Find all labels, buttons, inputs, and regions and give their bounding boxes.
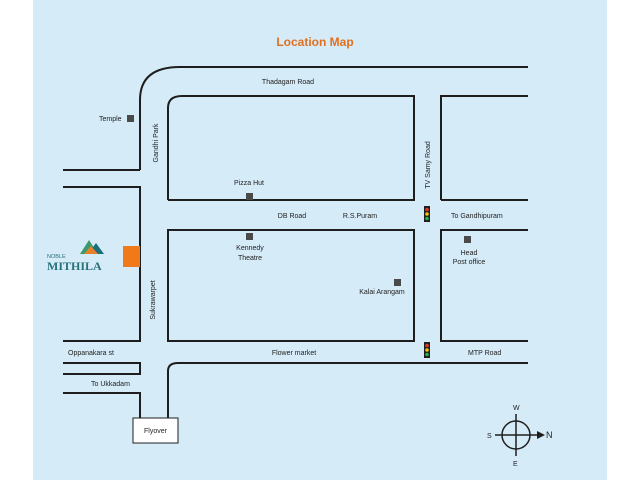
road-network xyxy=(63,66,528,443)
db-road-label: DB Road xyxy=(278,213,307,220)
tv-samy-road-east-edge xyxy=(440,95,528,200)
kennedy-theatre-marker xyxy=(246,233,253,240)
temple-marker xyxy=(127,115,134,122)
gandhipuram-label: To Gandhipuram xyxy=(451,213,503,220)
map-title: Location Map xyxy=(276,35,353,49)
pizza-hut-label: Pizza Hut xyxy=(234,180,264,187)
kennedy-label: Kennedy xyxy=(236,245,264,252)
thadagam-road-top-edge xyxy=(139,66,528,170)
rs-puram-label: R.S.Puram xyxy=(343,213,377,220)
mtp-road-label: MTP Road xyxy=(468,350,501,357)
head-post-office-marker xyxy=(464,236,471,243)
post-office-label: Post office xyxy=(453,259,486,266)
thadagam-road-label: Thadagam Road xyxy=(262,79,314,86)
kalai-arangam-label: Kalai Arangam xyxy=(359,289,405,296)
oppanakara-label: Oppanakara st xyxy=(68,350,114,357)
compass-n-label: N xyxy=(546,430,553,440)
mtp-road-south-edge xyxy=(167,362,528,443)
head-label: Head xyxy=(461,250,478,257)
brand-name-text: MITHILA xyxy=(47,259,102,273)
ukkadam-label: To Ukkadam xyxy=(91,381,130,388)
noble-mithila-logo: NOBLE MITHILA xyxy=(47,240,104,273)
theatre-label: Theatre xyxy=(238,255,262,262)
temple-label: Temple xyxy=(99,116,122,123)
post-office-block-outline xyxy=(440,229,528,342)
traffic-light-icon xyxy=(424,206,430,222)
compass-e-label: E xyxy=(513,461,518,468)
flower-market-label: Flower market xyxy=(272,350,316,357)
traffic-light-icon xyxy=(424,342,430,358)
compass-w-label: W xyxy=(513,405,520,412)
compass-icon xyxy=(495,414,545,456)
compass-s-label: S xyxy=(487,433,492,440)
flyover-box xyxy=(132,417,179,444)
brand-small-text: NOBLE xyxy=(47,254,66,260)
block-north-outline xyxy=(167,95,415,201)
block-central-outline xyxy=(167,229,415,342)
flyover-label: Flyover xyxy=(144,428,168,435)
project-location-marker xyxy=(123,246,140,267)
map-background xyxy=(33,0,607,480)
gandhi-park-label: Gandhi Park xyxy=(153,123,160,162)
left-road-segment-3 xyxy=(63,362,141,375)
kalai-arangam-marker xyxy=(394,279,401,286)
pizza-hut-marker xyxy=(246,193,253,200)
sukrawarpet-label: Sukrawarpet xyxy=(150,280,157,319)
tv-samy-road-label: TV Samy Road xyxy=(425,141,432,189)
